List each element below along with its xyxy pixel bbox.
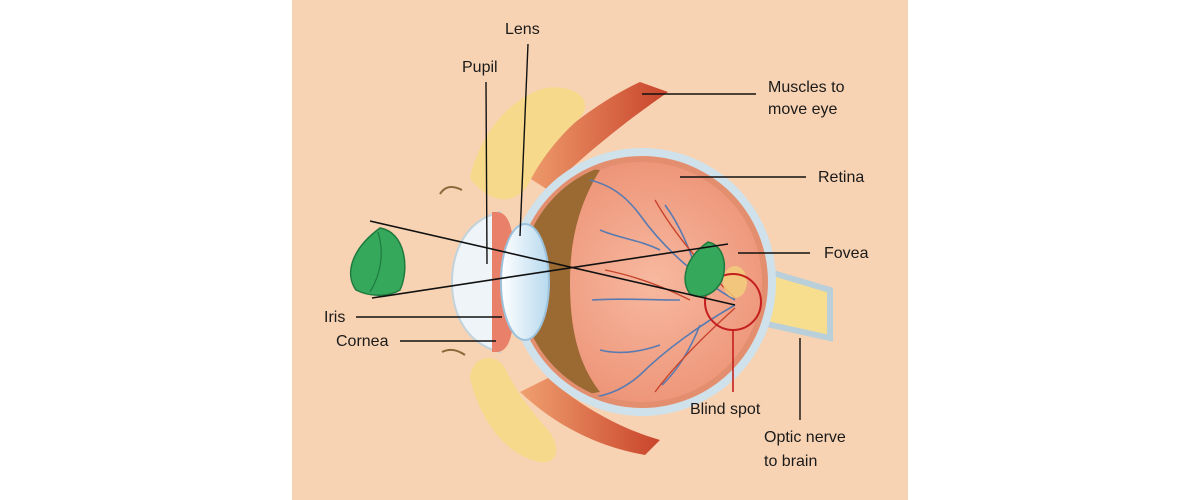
lens xyxy=(500,223,550,341)
object-leaf-vein xyxy=(369,231,382,293)
lower-eyelid xyxy=(470,357,557,463)
upper-eye-muscle xyxy=(520,82,668,190)
label-optic-line1: Optic nerve xyxy=(764,429,846,446)
label-optic-line2: to brain xyxy=(764,453,817,470)
retinal-leaf-image xyxy=(684,241,726,298)
label-iris: Iris xyxy=(324,309,345,326)
label-lens: Lens xyxy=(505,21,540,38)
label-blind-spot: Blind spot xyxy=(690,401,761,418)
ciliary-body xyxy=(520,168,600,396)
label-muscles-line2: move eye xyxy=(768,101,837,118)
pupil-leader xyxy=(485,81,488,265)
light-ray-top xyxy=(369,220,736,306)
vitreous-body xyxy=(522,162,762,402)
light-ray-bottom xyxy=(371,243,729,299)
label-muscles-line1: Muscles to xyxy=(768,79,845,96)
lens-leader xyxy=(519,43,529,237)
label-retina: Retina xyxy=(818,169,864,186)
lower-eye-muscle xyxy=(520,378,660,455)
object-leaf xyxy=(349,227,406,296)
fovea-spot xyxy=(723,266,747,298)
lower-eyelashes xyxy=(441,348,466,356)
upper-eyelashes xyxy=(439,185,463,195)
upper-eyelid xyxy=(470,87,586,200)
label-fovea: Fovea xyxy=(824,245,869,262)
label-cornea: Cornea xyxy=(336,333,389,350)
label-pupil: Pupil xyxy=(462,59,498,76)
